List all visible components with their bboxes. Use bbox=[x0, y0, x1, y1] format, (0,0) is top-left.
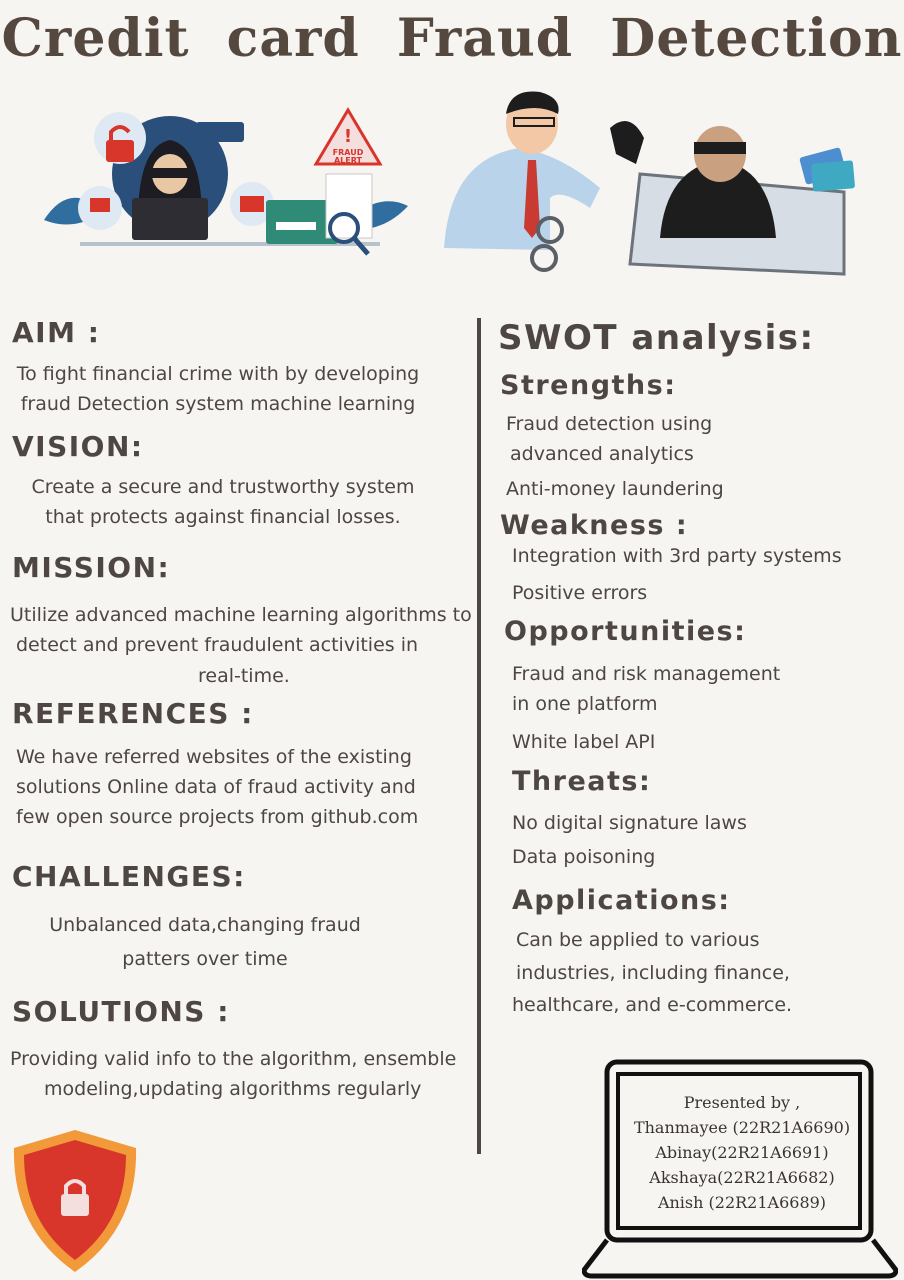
strengths-line-3: Anti-money laundering bbox=[506, 478, 724, 500]
threats-heading: Threats: bbox=[512, 766, 652, 797]
desk-line bbox=[80, 242, 380, 246]
shield-icon bbox=[13, 1130, 137, 1272]
laptop-lid bbox=[604, 1059, 874, 1243]
password-panel bbox=[196, 122, 244, 142]
lock-shackle bbox=[109, 125, 131, 140]
laptop-screen-frame bbox=[616, 1072, 862, 1230]
magnifier-lens bbox=[328, 212, 360, 244]
alert-exclamation: ! bbox=[344, 126, 352, 147]
credit-name-3: Akshaya(22R21A6682) bbox=[649, 1168, 835, 1187]
magnifier-handle bbox=[352, 236, 370, 256]
vision-heading: VISION: bbox=[12, 430, 144, 463]
mission-line-2: detect and prevent fraudulent activities… bbox=[16, 634, 419, 656]
login-field bbox=[276, 222, 316, 230]
investigator-body bbox=[444, 148, 600, 250]
credit-name-2: Abinay(22R21A6691) bbox=[655, 1143, 829, 1162]
solutions-line-1: Providing valid info to the algorithm, e… bbox=[10, 1048, 457, 1070]
credit-card-2 bbox=[811, 160, 855, 192]
weakness-line-1: Integration with 3rd party systems bbox=[512, 545, 842, 567]
opportunities-line-1: Fraud and risk management bbox=[512, 663, 781, 685]
challenges-line-2: patters over time bbox=[122, 948, 288, 970]
padlock-shackle bbox=[64, 1179, 86, 1194]
vision-line-1: Create a secure and trustworthy system bbox=[31, 476, 415, 498]
investigator-glasses bbox=[513, 117, 555, 127]
references-line-2: solutions Online data of fraud activity … bbox=[16, 776, 416, 798]
references-heading: REFERENCES : bbox=[12, 697, 254, 730]
weakness-heading: Weakness : bbox=[500, 510, 689, 541]
thief-glove bbox=[610, 120, 644, 164]
applications-line-3: healthcare, and e-commerce. bbox=[512, 994, 793, 1016]
lock-body bbox=[106, 140, 134, 162]
credits-block: Presented by , Thanmayee (22R21A6690) Ab… bbox=[626, 1090, 858, 1215]
challenges-line-1: Unbalanced data,changing fraud bbox=[49, 914, 361, 936]
threats-line-1: No digital signature laws bbox=[512, 812, 747, 834]
fraud-alert-sign bbox=[313, 107, 383, 166]
opportunities-heading: Opportunities: bbox=[504, 616, 747, 647]
applications-heading: Applications: bbox=[512, 885, 731, 916]
references-line-3: few open source projects from github.com bbox=[16, 806, 419, 828]
credit-name-1: Thanmayee (22R21A6690) bbox=[633, 1118, 851, 1137]
poster-title: Credit card Fraud Detection bbox=[1, 8, 903, 69]
opportunities-line-2: in one platform bbox=[512, 693, 658, 715]
thief-mask bbox=[694, 142, 746, 154]
strengths-line-2: advanced analytics bbox=[510, 443, 694, 465]
aim-line-2: fraud Detection system machine learning bbox=[20, 393, 416, 415]
mission-line-1: Utilize advanced machine learning algori… bbox=[10, 604, 472, 626]
strengths-line-1: Fraud detection using bbox=[506, 413, 713, 435]
handcuff-1 bbox=[536, 216, 564, 244]
investigator-tie bbox=[524, 160, 540, 238]
references-line-1: We have referred websites of the existin… bbox=[16, 746, 412, 768]
mission-heading: MISSION: bbox=[12, 551, 171, 584]
arrest-illustration bbox=[444, 91, 855, 276]
handcuff-2 bbox=[530, 244, 558, 272]
aim-line-1: To fight financial crime with by develop… bbox=[16, 363, 420, 385]
opportunities-line-3: White label API bbox=[512, 731, 656, 753]
weakness-line-2: Positive errors bbox=[512, 582, 648, 604]
threats-line-2: Data poisoning bbox=[512, 846, 656, 868]
laptop-icon bbox=[582, 1059, 898, 1279]
vision-line-2: that protects against financial losses. bbox=[45, 506, 401, 528]
email-icon bbox=[240, 196, 264, 212]
hacker-mask bbox=[152, 168, 188, 178]
investigator-hair bbox=[506, 91, 559, 114]
document bbox=[325, 173, 373, 239]
mission-line-3: real-time. bbox=[198, 665, 290, 687]
skull-icon bbox=[90, 198, 110, 212]
padlock-body bbox=[61, 1194, 89, 1216]
swot-heading: SWOT analysis: bbox=[498, 318, 815, 358]
applications-line-2: industries, including finance, bbox=[516, 962, 790, 984]
fraud-alert-line2: ALERT bbox=[334, 156, 363, 165]
laptop-base bbox=[582, 1238, 898, 1279]
applications-line-1: Can be applied to various bbox=[516, 929, 760, 951]
credit-name-4: Anish (22R21A6689) bbox=[657, 1193, 827, 1212]
hacker-illustration: ! FRAUD ALERT bbox=[44, 107, 408, 256]
strengths-heading: Strengths: bbox=[500, 370, 677, 401]
credits-intro: Presented by , bbox=[683, 1093, 801, 1112]
column-divider bbox=[477, 318, 481, 1154]
solutions-heading: SOLUTIONS : bbox=[12, 995, 230, 1028]
challenges-heading: CHALLENGES: bbox=[12, 860, 246, 893]
fraud-alert-line1: FRAUD bbox=[333, 148, 364, 157]
hacker-laptop bbox=[132, 198, 208, 240]
aim-heading: AIM : bbox=[12, 316, 101, 349]
solutions-line-2: modeling,updating algorithms regularly bbox=[44, 1078, 422, 1100]
thief-body bbox=[660, 160, 776, 238]
